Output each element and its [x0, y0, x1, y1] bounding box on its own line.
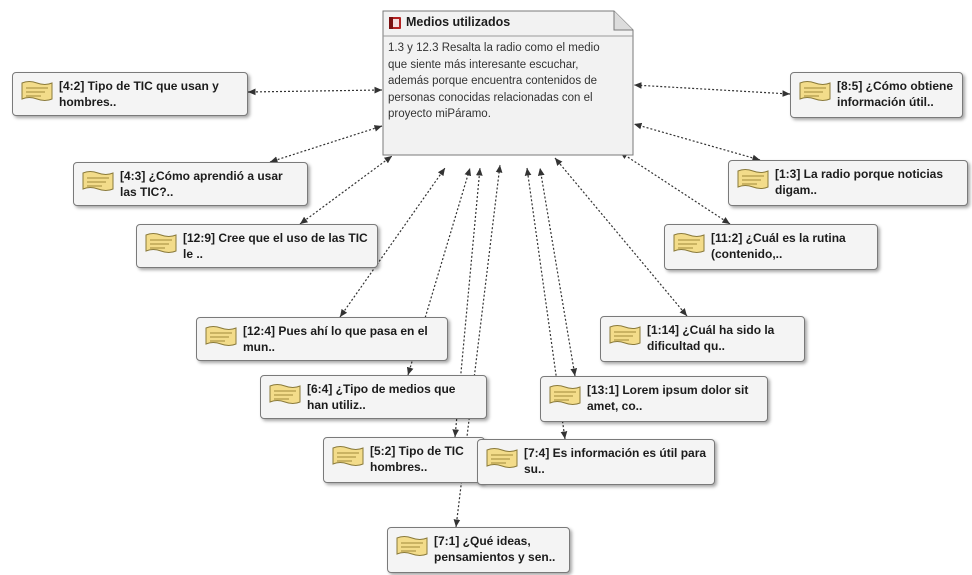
quotation-node-q-6-4[interactable]: [6:4] ¿Tipo de medios que han utiliz..: [260, 375, 487, 419]
quotation-node-q-4-2[interactable]: [4:2] Tipo de TIC que usan y hombres..: [12, 72, 248, 116]
quotation-icon: [82, 171, 114, 191]
quotation-icon: [549, 385, 581, 405]
quotation-icon: [396, 536, 428, 556]
quotation-icon: [21, 81, 53, 101]
memo-node[interactable]: Medios utilizados 1.3 y 12.3 Resalta la …: [382, 10, 634, 156]
quotation-icon: [205, 326, 237, 346]
quotation-icon: [799, 81, 831, 101]
quotation-label: [1:14] ¿Cuál ha sido la dificultad qu..: [647, 323, 775, 353]
quotation-label: [11:2] ¿Cuál es la rutina (contenido,..: [711, 231, 846, 261]
quotation-icon: [269, 384, 301, 404]
link-q-4-2: [247, 86, 383, 96]
quotation-label: [7:4] Es información es útil para su..: [524, 446, 707, 476]
quotation-node-q-8-5[interactable]: [8:5] ¿Cómo obtiene información útil..: [790, 72, 963, 118]
quotation-label: [13:1] Lorem ipsum dolor sit amet, co..: [587, 383, 749, 413]
quotation-label: [12:9] Cree que el uso de las TIC le ..: [183, 231, 368, 261]
link-q-1-3: [633, 122, 761, 162]
quotation-label: [7:1] ¿Qué ideas, pensamientos y sen..: [434, 534, 556, 564]
quotation-node-q-7-1[interactable]: [7:1] ¿Qué ideas, pensamientos y sen..: [387, 527, 570, 573]
quotation-node-q-4-3[interactable]: [4:3] ¿Cómo aprendió a usar las TIC?..: [73, 162, 308, 206]
quotation-node-q-12-9[interactable]: [12:9] Cree que el uso de las TIC le ..: [136, 224, 378, 268]
quotation-label: [4:3] ¿Cómo aprendió a usar las TIC?..: [120, 169, 283, 199]
link-q-11-2: [619, 151, 731, 225]
quotation-icon: [332, 446, 364, 466]
quotation-label: [1:3] La radio porque noticias digam..: [775, 167, 944, 197]
quotation-label: [6:4] ¿Tipo de medios que han utiliz..: [307, 382, 456, 412]
link-q-8-5: [633, 82, 791, 97]
quotation-label: [12:4] Pues ahí lo que pasa en el mun..: [243, 324, 428, 354]
memo-icon: [389, 17, 401, 29]
quotation-node-q-13-1[interactable]: [13:1] Lorem ipsum dolor sit amet, co..: [540, 376, 768, 422]
quotation-node-q-7-4[interactable]: [7:4] Es información es útil para su..: [477, 439, 715, 485]
quotation-node-q-5-2[interactable]: [5:2] Tipo de TIC hombres..: [323, 437, 485, 483]
quotation-icon: [145, 233, 177, 253]
quotation-node-q-1-14[interactable]: [1:14] ¿Cuál ha sido la dificultad qu..: [600, 316, 805, 362]
link-q-13-1: [537, 167, 578, 377]
link-q-12-9: [299, 155, 393, 225]
quotation-icon: [673, 233, 705, 253]
memo-title: Medios utilizados: [406, 15, 511, 29]
quotation-node-q-12-4[interactable]: [12:4] Pues ahí lo que pasa en el mun..: [196, 317, 448, 361]
memo-body: 1.3 y 12.3 Resalta la radio como el medi…: [388, 42, 600, 120]
quotation-label: [8:5] ¿Cómo obtiene información útil..: [837, 79, 953, 109]
quotation-label: [4:2] Tipo de TIC que usan y hombres..: [59, 79, 219, 109]
quotation-icon: [737, 169, 769, 189]
quotation-node-q-1-3[interactable]: [1:3] La radio porque noticias digam..: [728, 160, 968, 206]
memo-background: [382, 10, 634, 156]
link-q-4-3: [269, 125, 383, 163]
quotation-icon: [486, 448, 518, 468]
quotation-icon: [609, 325, 641, 345]
quotation-node-q-11-2[interactable]: [11:2] ¿Cuál es la rutina (contenido,..: [664, 224, 878, 270]
quotation-label: [5:2] Tipo de TIC hombres..: [370, 444, 464, 474]
